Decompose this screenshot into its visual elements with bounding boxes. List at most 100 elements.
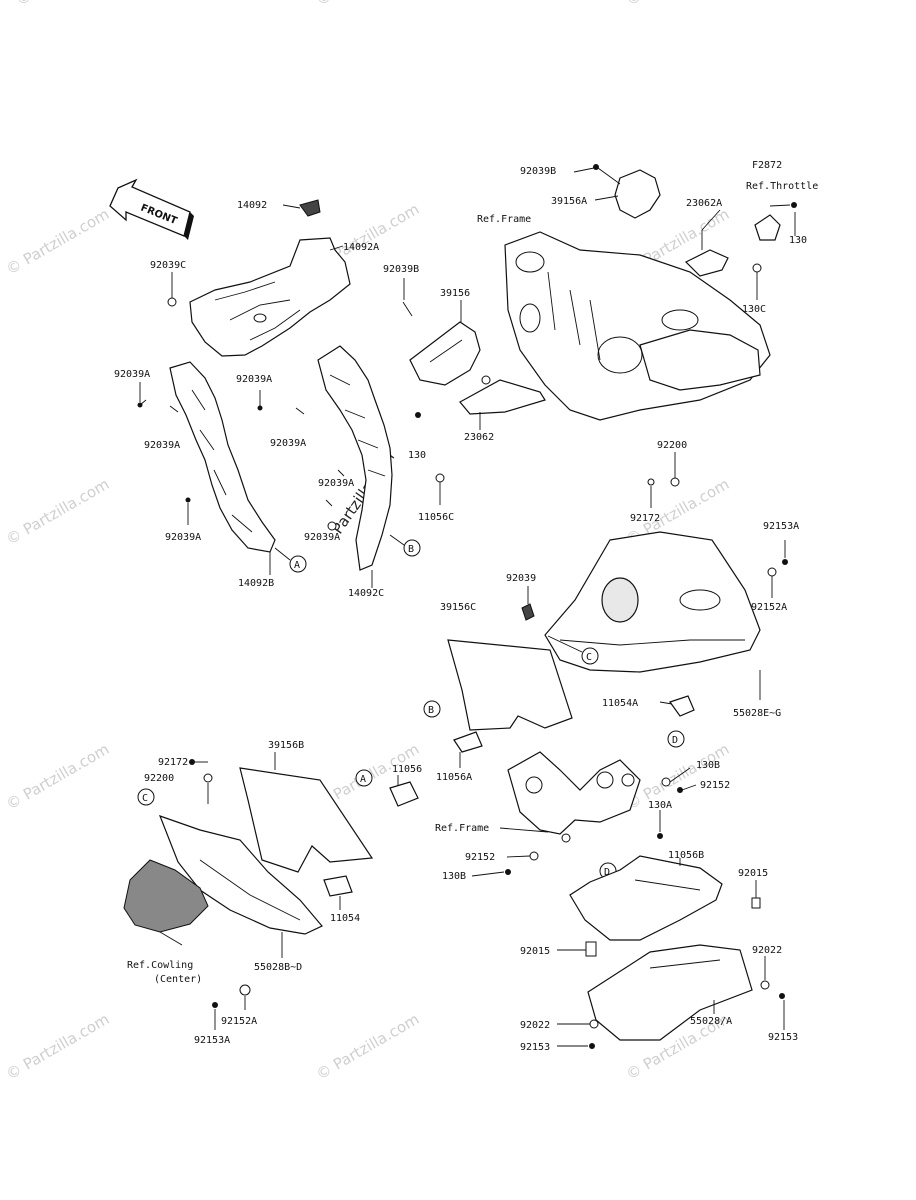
callout-B2-marker: B	[423, 700, 483, 753]
watermark: © Partzilla.com	[313, 1010, 422, 1083]
fastener-bottom-left	[189, 759, 353, 1008]
label-92152-right: 92152	[700, 780, 730, 791]
watermark: © Partzilla.com	[3, 1010, 112, 1083]
label-55028A: 55028/A	[690, 1016, 732, 1027]
label-92039B-top: 92039B	[520, 166, 556, 177]
label-130B-right: 130B	[696, 760, 720, 771]
label-92153-right: 92153	[768, 1032, 798, 1043]
label-92172-top: 92172	[630, 513, 660, 524]
label-23062: 23062	[464, 432, 494, 443]
label-55028BD: 55028B~D	[254, 962, 302, 973]
watermark: © Partzilla.com	[3, 205, 112, 278]
label-92039B-mid: 92039B	[383, 264, 419, 275]
label-39156A: 39156A	[551, 196, 587, 207]
label-ref-cowling-center: (Center)	[154, 974, 202, 985]
bracket-23062A	[684, 230, 729, 277]
label-130C: 130C	[742, 304, 766, 315]
callout-A2: A	[360, 774, 366, 785]
label-55028EG: 55028E~G	[733, 708, 781, 719]
watermark: © Partzilla.com	[3, 740, 112, 813]
callout-B-marker: B	[389, 534, 421, 557]
bracket-39156	[409, 321, 481, 386]
callout-B: B	[408, 544, 414, 555]
watermark: © Partzilla.com	[313, 0, 422, 9]
label-130B-left: 130B	[442, 871, 466, 882]
cowling-55028EG	[544, 531, 761, 673]
callout-C: C	[586, 652, 592, 663]
callout-D2: D	[604, 867, 610, 878]
label-92039A-3: 92039A	[144, 440, 180, 451]
panel-14092	[299, 199, 321, 217]
cowling-center-ref	[123, 859, 209, 933]
frame-assembly	[504, 231, 771, 421]
pad-39156C	[447, 639, 573, 731]
label-11056A: 11056A	[436, 772, 472, 783]
label-92039A-6: 92039A	[165, 532, 201, 543]
bracket-23062	[415, 375, 546, 483]
front-arrow-icon: FRONT	[109, 178, 194, 240]
inner-panel-14092B	[169, 361, 276, 553]
label-92022-left: 92022	[520, 1020, 550, 1031]
label-92153-left: 92153	[520, 1042, 550, 1053]
label-92015-right: 92015	[738, 868, 768, 879]
label-92153A-right: 92153A	[763, 521, 799, 532]
label-14092A: 14092A	[343, 242, 379, 253]
callout-C2: C	[142, 793, 148, 804]
label-ref-frame-mid: Ref.Frame	[435, 823, 489, 834]
callout-A: A	[294, 560, 300, 571]
label-92152-left: 92152	[465, 852, 495, 863]
lower-frame	[507, 751, 641, 843]
label-14092: 14092	[237, 200, 267, 211]
watermark: © Partzilla.com	[623, 0, 732, 9]
label-92200-left: 92200	[144, 773, 174, 784]
label-14092C: 14092C	[348, 588, 384, 599]
watermark: © Partzilla.com	[13, 0, 122, 9]
fastener-bottom-right	[505, 777, 785, 1049]
callout-C2-marker: C	[137, 788, 155, 806]
pad-39156B	[239, 767, 374, 873]
label-11054A: 11054A	[602, 698, 638, 709]
label-92039A-5: 92039A	[318, 478, 354, 489]
label-92039A-2: 92039A	[236, 374, 272, 385]
label-130A: 130A	[648, 800, 672, 811]
watermark: © Partzilla.com	[3, 475, 112, 548]
callout-D: D	[672, 735, 678, 746]
label-92015-left: 92015	[520, 946, 550, 957]
inner-panel-14092C	[317, 345, 393, 571]
label-92152A-bottom: 92152A	[221, 1016, 257, 1027]
cowling-55028A	[587, 944, 753, 1041]
label-92152A-right: 92152A	[751, 602, 787, 613]
label-130-mid: 130	[408, 450, 426, 461]
label-130-top: 130	[789, 235, 807, 246]
fastener-92200	[521, 477, 788, 621]
stay-11056B	[569, 855, 723, 941]
label-23062A: 23062A	[686, 198, 722, 209]
callout-A-marker: A	[274, 547, 307, 573]
callout-C-marker: C	[547, 635, 599, 665]
leader-lines	[139, 167, 796, 1047]
label-92039A-4: 92039A	[270, 438, 306, 449]
clip-11054A	[669, 695, 695, 717]
label-92039: 92039	[506, 573, 536, 584]
label-ref-throttle: Ref.Throttle	[746, 181, 818, 192]
label-39156: 39156	[440, 288, 470, 299]
label-92039A-7: 92039A	[304, 532, 340, 543]
label-11056C: 11056C	[418, 512, 454, 523]
label-92022-right: 92022	[752, 945, 782, 956]
inner-panel-14092A	[189, 237, 351, 357]
figure-code: F2872	[752, 160, 782, 171]
label-92039C: 92039C	[150, 260, 186, 271]
label-14092B: 14092B	[238, 578, 274, 589]
throttle-bracket	[752, 202, 797, 273]
label-39156C: 39156C	[440, 602, 476, 613]
label-39156B: 39156B	[268, 740, 304, 751]
label-11054: 11054	[330, 913, 360, 924]
label-92200-top: 92200	[657, 440, 687, 451]
label-92172-left: 92172	[158, 757, 188, 768]
callout-D-marker: D	[667, 730, 685, 748]
callout-B2: B	[428, 705, 434, 716]
callout-A2-marker: A	[355, 769, 419, 807]
bracket-39156A	[593, 164, 661, 219]
label-11056: 11056	[392, 764, 422, 775]
label-ref-cowling: Ref.Cowling	[127, 960, 193, 971]
